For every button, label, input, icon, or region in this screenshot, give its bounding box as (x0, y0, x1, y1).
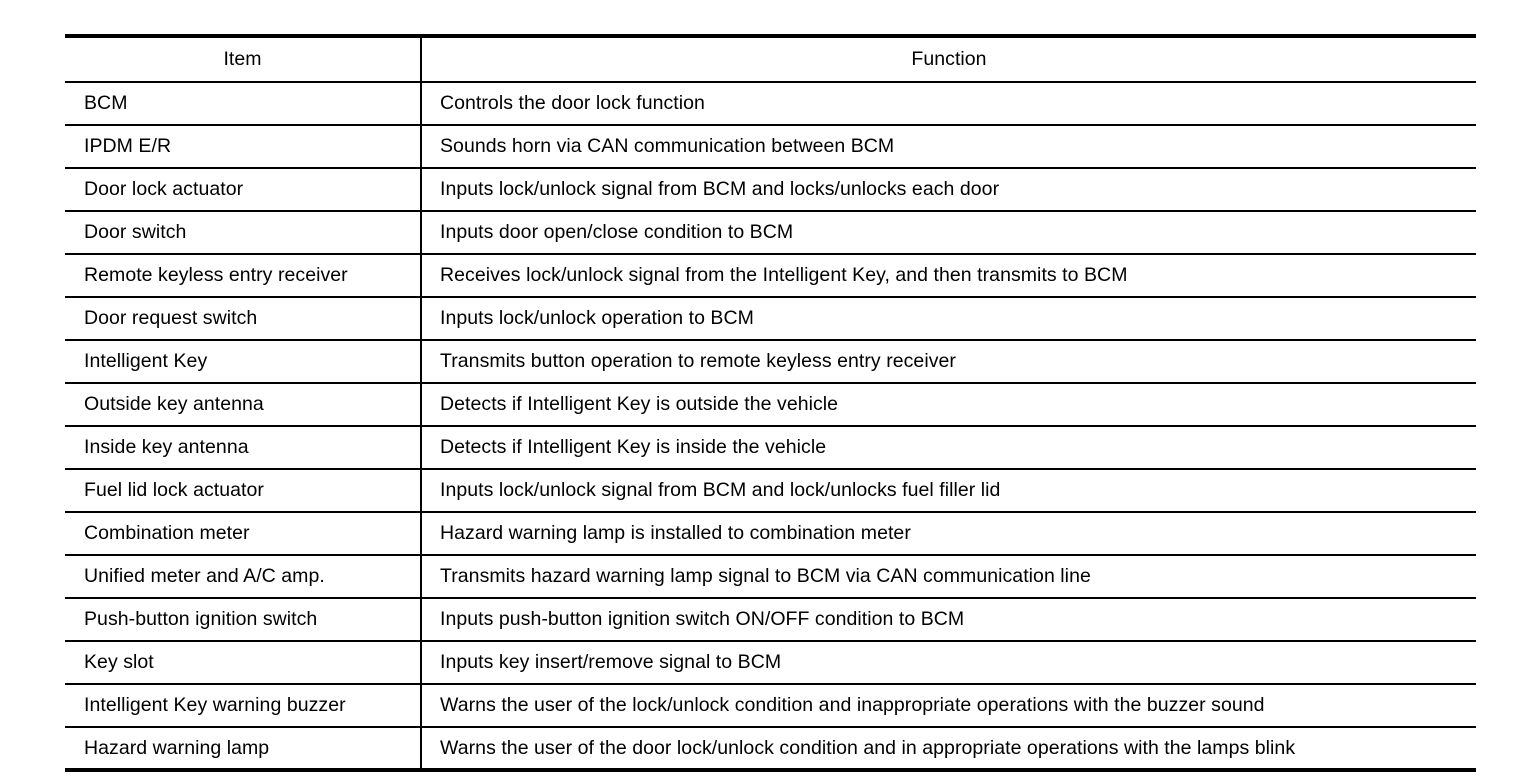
table-row: Combination meter Hazard warning lamp is … (65, 512, 1476, 556)
table-cell-item-text: Intelligent Key (84, 350, 208, 373)
table-cell-item-text: Inside key antenna (84, 436, 249, 459)
table-cell-function: Inputs push-button ignition switch ON/OF… (420, 598, 1476, 642)
table-cell-item-text: Combination meter (84, 522, 250, 545)
table-cell-function: Inputs lock/unlock operation to BCM (420, 297, 1476, 341)
table-cell-item-text: Door request switch (84, 307, 258, 330)
table-cell-item: Intelligent Key warning buzzer (65, 684, 421, 728)
table-cell-item-text: Door lock actuator (84, 178, 244, 201)
table-row: Outside key antenna Detects if Intelligen… (65, 383, 1476, 427)
table-header-row: Item Function (65, 34, 1476, 83)
table-cell-function-text: Controls the door lock function (440, 92, 705, 115)
table-cell-function: Inputs key insert/remove signal to BCM (420, 641, 1476, 685)
table-cell-function-text: Warns the user of the lock/unlock condit… (440, 694, 1265, 717)
table-cell-function: Transmits button operation to remote key… (420, 340, 1476, 384)
table-cell-function-text: Hazard warning lamp is installed to comb… (440, 522, 911, 545)
table-row: Unified meter and A/C amp. Transmits haza… (65, 555, 1476, 599)
table-cell-function: Detects if Intelligent Key is outside th… (420, 383, 1476, 427)
table-cell-function-text: Inputs key insert/remove signal to BCM (440, 651, 782, 674)
table-cell-item: Door lock actuator (65, 168, 421, 212)
table-cell-item-text: Push-button ignition switch (84, 608, 318, 631)
table-cell-item: Push-button ignition switch (65, 598, 421, 642)
column-header-item-label: Item (223, 48, 262, 71)
table-cell-function-text: Sounds horn via CAN communication betwee… (440, 135, 895, 158)
table-cell-function-text: Receives lock/unlock signal from the Int… (440, 264, 1128, 287)
table-cell-item-text: Unified meter and A/C amp. (84, 565, 325, 588)
table-row: Door request switch Inputs lock/unlock op… (65, 297, 1476, 341)
table-cell-function-text: Detects if Intelligent Key is inside the… (440, 436, 827, 459)
table-cell-function: Inputs lock/unlock signal from BCM and l… (420, 168, 1476, 212)
table-cell-item-text: Remote keyless entry receiver (84, 264, 348, 287)
table-row: Inside key antenna Detects if Intelligent… (65, 426, 1476, 470)
table-row: Fuel lid lock actuator Inputs lock/unlock… (65, 469, 1476, 513)
table-cell-function-text: Inputs push-button ignition switch ON/OF… (440, 608, 965, 631)
table-cell-function-text: Inputs door open/close condition to BCM (440, 221, 794, 244)
table-cell-function: Warns the user of the lock/unlock condit… (420, 684, 1476, 728)
table-cell-item-text: IPDM E/R (84, 135, 172, 158)
table-cell-item: Outside key antenna (65, 383, 421, 427)
table-row: Door switch Inputs door open/close condit… (65, 211, 1476, 255)
table-cell-function: Receives lock/unlock signal from the Int… (420, 254, 1476, 298)
table-header: Item Function (65, 34, 1476, 83)
table-cell-item: Intelligent Key (65, 340, 421, 384)
table-cell-function: Hazard warning lamp is installed to comb… (420, 512, 1476, 556)
table-cell-item-text: Hazard warning lamp (84, 736, 270, 759)
table-cell-item: IPDM E/R (65, 125, 421, 169)
table-cell-function: Inputs lock/unlock signal from BCM and l… (420, 469, 1476, 513)
table-cell-item-text: Intelligent Key warning buzzer (84, 694, 346, 717)
table-cell-item: Door switch (65, 211, 421, 255)
table-cell-item-text: Door switch (84, 221, 187, 244)
table-row: Remote keyless entry receiver Receives lo… (65, 254, 1476, 298)
table-cell-item-text: BCM (84, 92, 128, 115)
table-cell-item: Combination meter (65, 512, 421, 556)
table-row: Intelligent Key warning buzzer Warns the … (65, 684, 1476, 728)
column-header-item: Item (65, 34, 421, 83)
table-row: Door lock actuator Inputs lock/unlock sig… (65, 168, 1476, 212)
table-cell-function-text: Detects if Intelligent Key is outside th… (440, 393, 839, 416)
table-cell-item-text: Outside key antenna (84, 393, 264, 416)
table-row: Hazard warning lamp Warns the user of the… (65, 727, 1476, 772)
table-cell-function-text: Transmits button operation to remote key… (440, 350, 956, 373)
table-cell-function-text: Inputs lock/unlock signal from BCM and l… (440, 479, 1001, 502)
table-row: Key slot Inputs key insert/remove signal … (65, 641, 1476, 685)
table-cell-item: Unified meter and A/C amp. (65, 555, 421, 599)
table-cell-item: BCM (65, 82, 421, 126)
table-cell-item-text: Key slot (84, 651, 154, 674)
table-cell-function-text: Inputs lock/unlock signal from BCM and l… (440, 178, 1000, 201)
table-cell-item: Door request switch (65, 297, 421, 341)
table-cell-function: Controls the door lock function (420, 82, 1476, 126)
component-function-table: Item Function BCM Controls the door lock … (65, 34, 1476, 772)
table-cell-item: Remote keyless entry receiver (65, 254, 421, 298)
table-cell-function-text: Transmits hazard warning lamp signal to … (440, 565, 1091, 588)
column-header-function: Function (420, 34, 1476, 83)
table-cell-item: Inside key antenna (65, 426, 421, 470)
table-cell-item: Key slot (65, 641, 421, 685)
table-cell-function: Inputs door open/close condition to BCM (420, 211, 1476, 255)
table-row: IPDM E/R Sounds horn via CAN communicatio… (65, 125, 1476, 169)
table-cell-function: Warns the user of the door lock/unlock c… (420, 727, 1476, 772)
table-cell-item: Hazard warning lamp (65, 727, 421, 772)
table-cell-item: Fuel lid lock actuator (65, 469, 421, 513)
table-cell-item-text: Fuel lid lock actuator (84, 479, 264, 502)
table-row: Push-button ignition switch Inputs push-b… (65, 598, 1476, 642)
table-row: BCM Controls the door lock function (65, 82, 1476, 126)
column-header-function-label: Function (911, 48, 987, 71)
table-cell-function-text: Warns the user of the door lock/unlock c… (440, 736, 1296, 759)
table-row: Intelligent Key Transmits button operatio… (65, 340, 1476, 384)
table-cell-function: Sounds horn via CAN communication betwee… (420, 125, 1476, 169)
table-cell-function: Transmits hazard warning lamp signal to … (420, 555, 1476, 599)
table-cell-function-text: Inputs lock/unlock operation to BCM (440, 307, 754, 330)
table-cell-function: Detects if Intelligent Key is inside the… (420, 426, 1476, 470)
